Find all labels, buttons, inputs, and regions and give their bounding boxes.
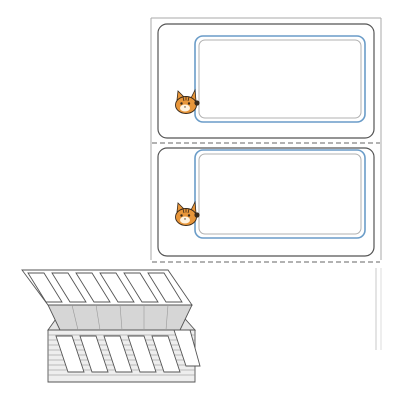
fanfold-label-stack-icon — [21, 269, 201, 383]
label-liner — [150, 17, 382, 350]
label-bottom — [157, 147, 375, 257]
label-top — [157, 23, 375, 139]
